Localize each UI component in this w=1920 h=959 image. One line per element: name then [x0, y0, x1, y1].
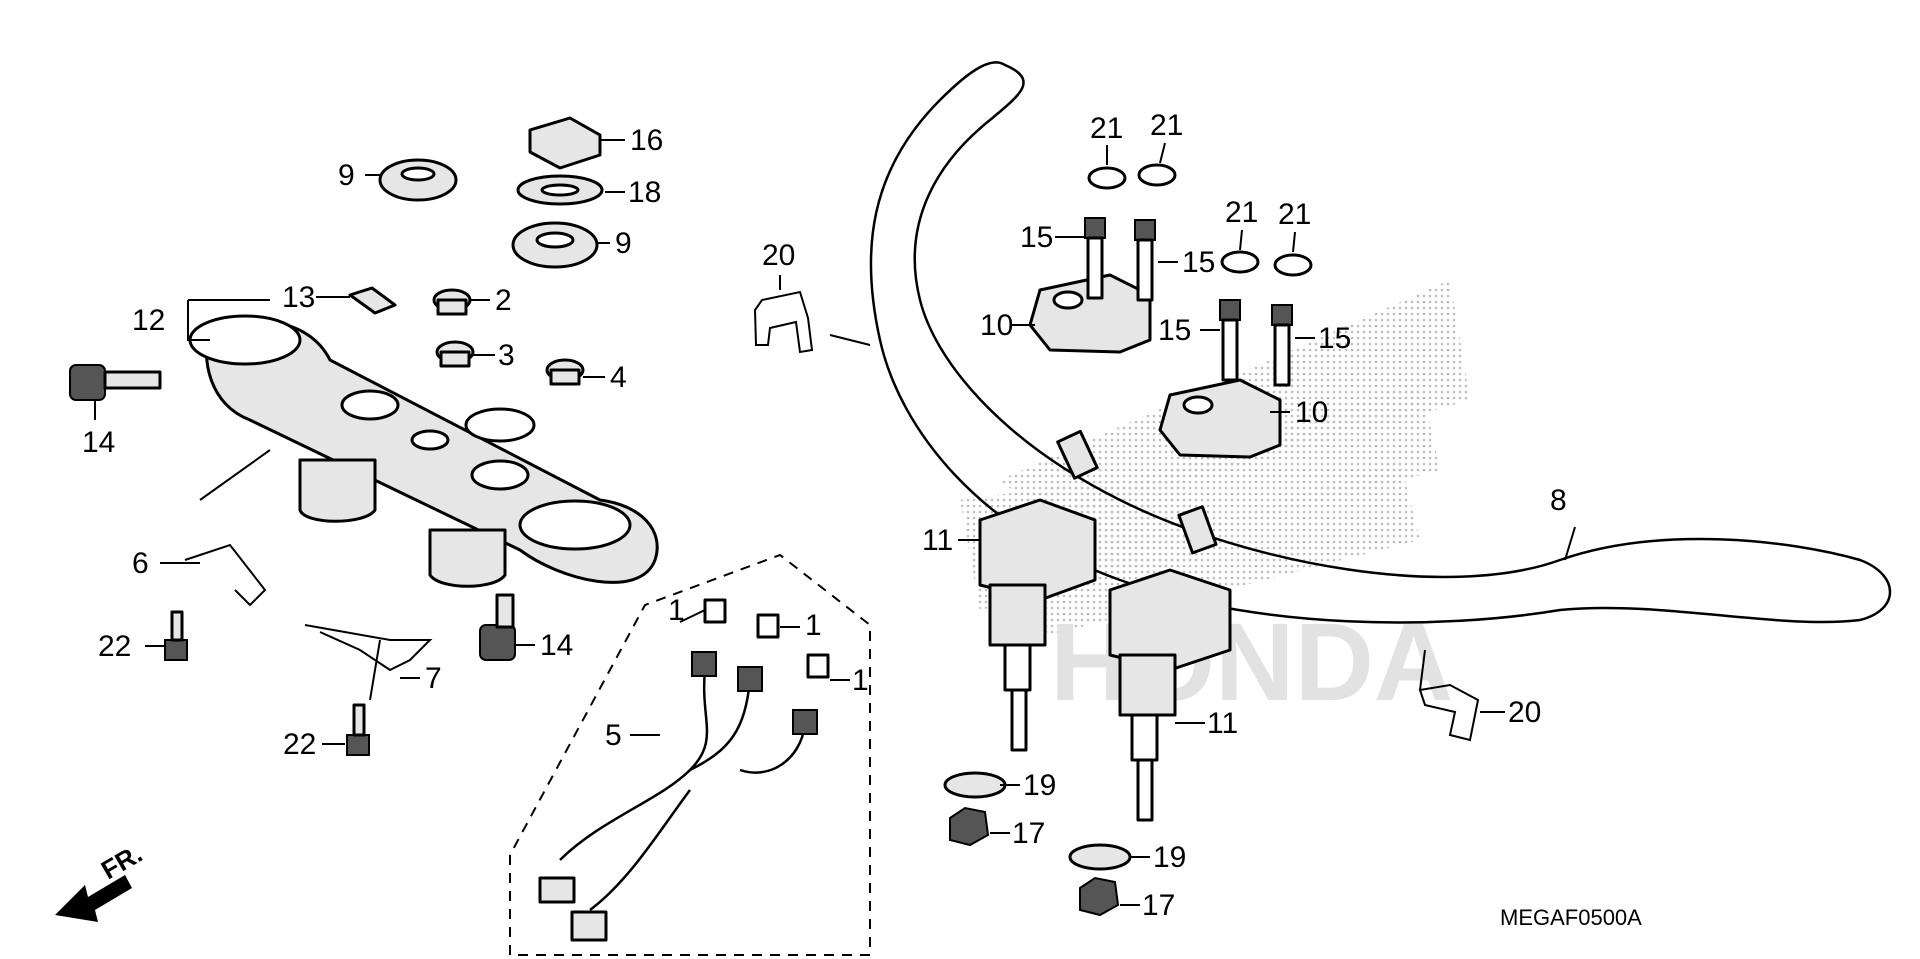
front-arrow-icon: [55, 875, 132, 922]
holder-post-part-11-left: [978, 498, 1097, 752]
diagram-code: MEGAF0500A: [1500, 905, 1642, 930]
cap-part-4: [545, 358, 585, 386]
callout-15a: 15: [1020, 221, 1053, 254]
bolt-part-15d: [1271, 304, 1293, 387]
callout-15d: 15: [1318, 322, 1351, 355]
rubber-part-9-lower: [511, 221, 599, 269]
callout-4: 4: [610, 361, 627, 394]
bolt-part-15c: [1219, 299, 1241, 382]
cap-part-3: [435, 340, 475, 368]
bulb-part-1a: [703, 598, 727, 624]
bolt-part-14-left: [69, 364, 162, 401]
callout-15b: 15: [1182, 246, 1215, 279]
wire-harness-part-5: [509, 553, 871, 956]
top-bridge-part-12: [188, 314, 659, 588]
cap-part-21b: [1137, 163, 1177, 187]
bolt-part-22-left: [164, 610, 188, 661]
callout-21a: 21: [1090, 112, 1123, 145]
callout-14a: 14: [82, 426, 115, 459]
nut-part-17-left: [949, 806, 990, 847]
callout-1c: 1: [852, 664, 869, 697]
callout-5: 5: [605, 719, 622, 752]
callout-17a: 17: [1012, 817, 1045, 850]
callout-18: 18: [628, 176, 661, 209]
callout-1a: 1: [668, 594, 685, 627]
callout-22a: 22: [98, 630, 131, 663]
callout-12: 12: [132, 304, 165, 337]
wire-clip-part-6: [184, 543, 267, 607]
washer-part-19-right: [1068, 843, 1132, 871]
callout-11a: 11: [922, 524, 953, 557]
cap-part-2: [432, 288, 472, 316]
washer-part-18: [516, 174, 604, 206]
callout-13: 13: [282, 281, 315, 314]
plate-part-13: [348, 286, 397, 315]
callout-22b: 22: [283, 728, 316, 761]
callout-11b: 11: [1207, 707, 1238, 740]
cap-part-21d: [1273, 253, 1313, 277]
clamp-part-20-upper: [753, 290, 814, 354]
cap-part-21a: [1087, 166, 1127, 190]
callout-10b: 10: [1295, 396, 1328, 429]
callout-8: 8: [1550, 484, 1567, 517]
callout-16: 16: [630, 124, 663, 157]
callout-6: 6: [132, 547, 149, 580]
handlebar-part-8: [869, 61, 1892, 624]
leader-lines: [94, 139, 1576, 906]
callout-2: 2: [495, 284, 512, 317]
callout-19a: 19: [1023, 769, 1056, 802]
washer-part-19-left: [943, 771, 1007, 799]
front-label: FR.: [96, 838, 147, 885]
rubber-part-9-upper: [378, 158, 458, 202]
front-direction-indicator: FR.: [55, 838, 147, 922]
clamp-part-20-lower: [1418, 683, 1480, 742]
callout-1b: 1: [805, 609, 822, 642]
callout-21c: 21: [1225, 196, 1258, 229]
callout-19b: 19: [1153, 841, 1186, 874]
bolt-part-14-lower: [479, 593, 516, 661]
callout-20b: 20: [1508, 696, 1541, 729]
nut-part-16: [528, 116, 602, 170]
callouts: 1 1 1 2 3 4 5 6 7 8 9 9 10 10 11 11 12 1…: [82, 109, 1567, 922]
bulb-part-1c: [806, 653, 830, 679]
holder-part-10-upper: [1028, 273, 1152, 354]
callout-14b: 14: [540, 629, 573, 662]
bolt-part-15a: [1084, 217, 1106, 300]
holder-post-part-11-right: [1108, 568, 1232, 822]
bolt-part-15b: [1134, 219, 1156, 302]
callout-9b: 9: [615, 227, 632, 260]
wire-clip-part-7: [304, 624, 433, 672]
callout-15c: 15: [1158, 314, 1191, 347]
cap-part-21c: [1220, 250, 1260, 274]
callout-10a: 10: [980, 309, 1013, 342]
callout-7: 7: [425, 662, 442, 695]
callout-20a: 20: [762, 239, 795, 272]
callout-17b: 17: [1142, 889, 1175, 922]
callout-21d: 21: [1278, 198, 1311, 231]
callout-21b: 21: [1150, 109, 1183, 142]
nut-part-17-right: [1079, 876, 1120, 917]
bulb-part-1b: [756, 613, 780, 639]
callout-9a: 9: [338, 159, 355, 192]
holder-part-10-lower: [1158, 378, 1282, 459]
callout-3: 3: [498, 339, 515, 372]
bolt-part-22-lower: [346, 703, 370, 756]
